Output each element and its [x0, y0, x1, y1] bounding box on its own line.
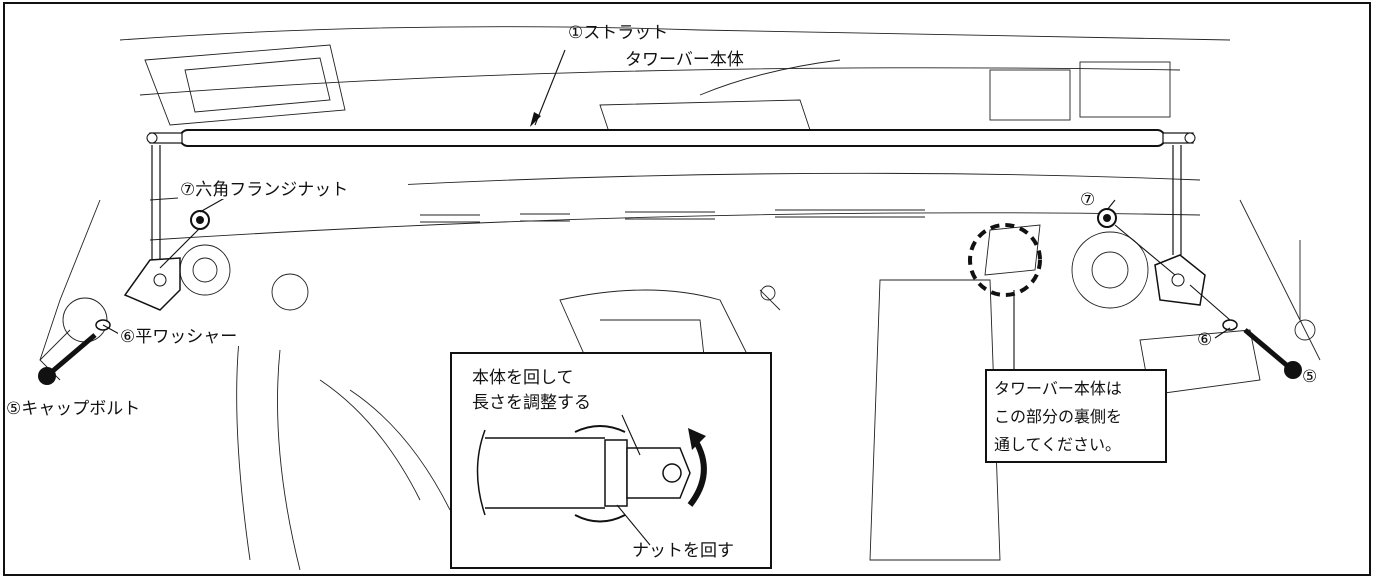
inset-text-line1: 本体を回して [472, 368, 574, 388]
label-flange-nut-right: ⑦ [1080, 190, 1095, 210]
label-bg-flat-washer-left [118, 324, 268, 346]
strut-tower-bar [146, 129, 1196, 260]
label-flange-nut-left: ⑦六角フランジナット [180, 180, 348, 200]
label-flat-washer-right: ⑥ [1197, 330, 1212, 350]
cowl-vents [420, 209, 925, 223]
cap-bolt-right [1243, 328, 1302, 379]
right-bracket [1154, 254, 1206, 306]
note-callout: タワーバー本体は この部分の裏側を 通してください。 [985, 369, 1167, 463]
callout-line3: 通してください。 [994, 435, 1121, 454]
flange-nut-right [1097, 208, 1117, 228]
pass-through-highlight [968, 223, 1042, 297]
leader-lines [102, 49, 1231, 372]
inset-nut-label: ナットを回す [632, 541, 734, 561]
adjustment-inset: 本体を回して 長さを調整する ナットを回す [450, 352, 772, 569]
strut-bar-arrow [530, 112, 541, 127]
label-strut-bar-line2: タワーバー本体 [625, 50, 744, 70]
flange-nut-left [190, 210, 210, 230]
left-bracket [123, 257, 181, 311]
label-bg-cap-bolt-left [5, 396, 200, 418]
callout-line2: この部分の裏側を [994, 407, 1122, 426]
label-bg-flange-nut-left [178, 177, 408, 199]
inset-text-line2: 長さを調整する [472, 393, 591, 413]
label-cap-bolt-right: ⑤ [1302, 367, 1317, 387]
cap-bolt-left [38, 333, 97, 385]
label-cap-bolt-left: ⑤キャップボルト [6, 399, 140, 419]
label-flat-washer-left: ⑥平ワッシャー [120, 327, 237, 347]
callout-line1: タワーバー本体は [994, 379, 1122, 398]
frame [3, 2, 1371, 576]
label-strut-bar-line1: ①ストラット [568, 23, 668, 43]
